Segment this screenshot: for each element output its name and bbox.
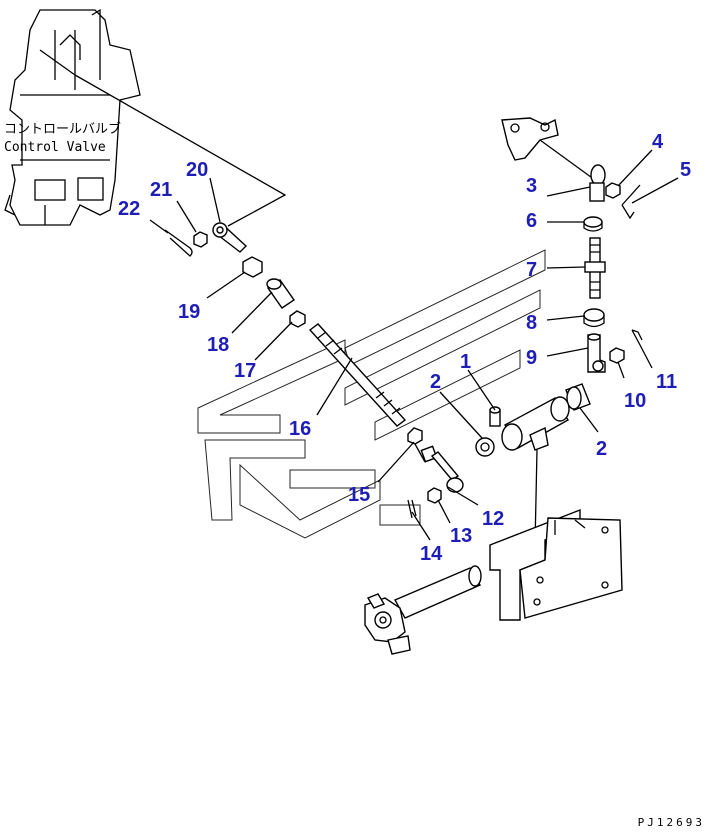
callout-13: 13 bbox=[450, 525, 472, 547]
left-linkage bbox=[164, 222, 407, 427]
callout-17: 17 bbox=[234, 360, 256, 382]
clevis-9 bbox=[587, 333, 606, 373]
control-valve-drawing bbox=[4, 8, 287, 227]
cotter-pin-22 bbox=[164, 229, 193, 257]
callout-14: 14 bbox=[420, 543, 443, 565]
rod-end-3 bbox=[589, 164, 606, 202]
bushing-2-left bbox=[475, 437, 495, 457]
nut-8 bbox=[583, 308, 605, 328]
leader-lines bbox=[149, 149, 679, 541]
callout-16: 16 bbox=[289, 418, 311, 440]
callout-21: 21 bbox=[150, 179, 172, 201]
callout-8: 8 bbox=[526, 312, 537, 334]
callout-2b: 2 bbox=[596, 438, 607, 460]
bottom-bracket bbox=[364, 508, 623, 655]
drawing-code: PJ12693 bbox=[637, 816, 705, 829]
callout-7: 7 bbox=[526, 259, 537, 281]
nut-13 bbox=[427, 487, 442, 504]
nut-6 bbox=[583, 216, 603, 232]
nut-10 bbox=[609, 347, 625, 364]
nut-19 bbox=[242, 256, 263, 278]
bolt-15 bbox=[407, 427, 426, 463]
nut-17 bbox=[289, 310, 306, 328]
stud-7 bbox=[584, 237, 606, 299]
cotter-pin-11 bbox=[631, 329, 653, 369]
bolt-12 bbox=[420, 445, 464, 493]
callout-6: 6 bbox=[526, 210, 537, 232]
control-valve-label-jp: コントロールバルブ bbox=[4, 122, 122, 137]
sleeve-18 bbox=[266, 278, 295, 309]
right-linkage bbox=[501, 117, 653, 373]
control-valve-label-en: Control Valve bbox=[4, 140, 106, 155]
callout-numbers: 1 2 2 3 4 5 6 7 8 9 10 11 12 13 14 15 16… bbox=[118, 131, 691, 565]
pin-14 bbox=[407, 499, 417, 519]
callout-15: 15 bbox=[348, 484, 370, 506]
cotter-pin-5 bbox=[621, 184, 641, 220]
callout-12: 12 bbox=[482, 508, 504, 530]
bushing-2-right bbox=[565, 383, 591, 411]
callout-3: 3 bbox=[526, 175, 537, 197]
callout-2a: 2 bbox=[430, 371, 441, 393]
callout-4: 4 bbox=[652, 131, 664, 153]
pivot-assembly bbox=[407, 383, 591, 546]
callout-5: 5 bbox=[680, 159, 691, 181]
callout-19: 19 bbox=[178, 301, 200, 323]
callout-11: 11 bbox=[656, 371, 677, 393]
callout-10: 10 bbox=[624, 390, 646, 412]
nut-21 bbox=[193, 231, 208, 248]
callout-18: 18 bbox=[207, 334, 229, 356]
callout-1: 1 bbox=[460, 351, 471, 373]
rod-end-20 bbox=[212, 222, 248, 253]
threaded-rod-16 bbox=[308, 323, 407, 427]
callout-20: 20 bbox=[186, 159, 208, 181]
callout-9: 9 bbox=[526, 347, 537, 369]
callout-22: 22 bbox=[118, 198, 140, 220]
nut-4 bbox=[605, 182, 621, 199]
